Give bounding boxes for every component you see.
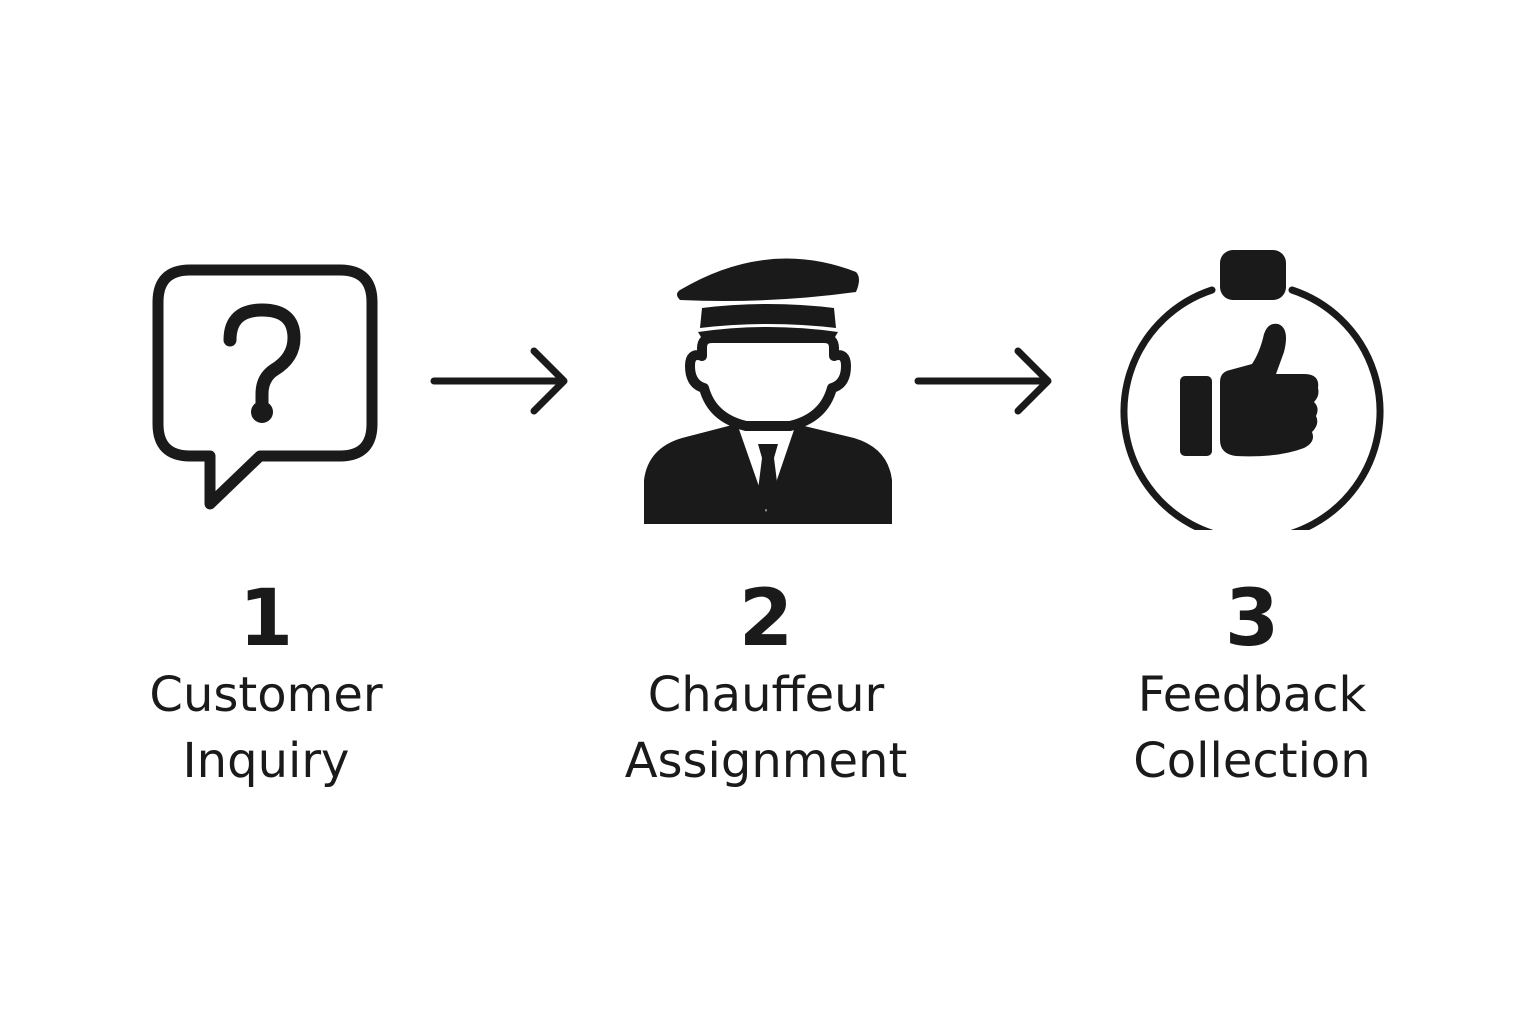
step-2-label: Chauffeur Assignment [556, 662, 976, 794]
chauffeur-icon [640, 248, 896, 526]
step-3-number: 3 [1224, 574, 1280, 664]
step-3-label: Feedback Collection [1042, 662, 1462, 794]
step-2-label-line2: Assignment [624, 733, 908, 789]
thumbs-up-circle-icon [1118, 244, 1386, 530]
step-1-label-line2: Inquiry [182, 733, 350, 789]
step-2-number: 2 [738, 574, 794, 664]
step-1-number: 1 [238, 574, 294, 664]
arrow-right-icon [430, 346, 574, 416]
question-speech-bubble-icon [148, 262, 378, 512]
arrow-right-icon [914, 346, 1058, 416]
step-3-label-line2: Collection [1133, 733, 1371, 789]
step-1-label: Customer Inquiry [56, 662, 476, 794]
step-3-label-line1: Feedback [1137, 667, 1367, 723]
step-1-label-line1: Customer [149, 667, 383, 723]
step-2-label-line1: Chauffeur [647, 667, 885, 723]
